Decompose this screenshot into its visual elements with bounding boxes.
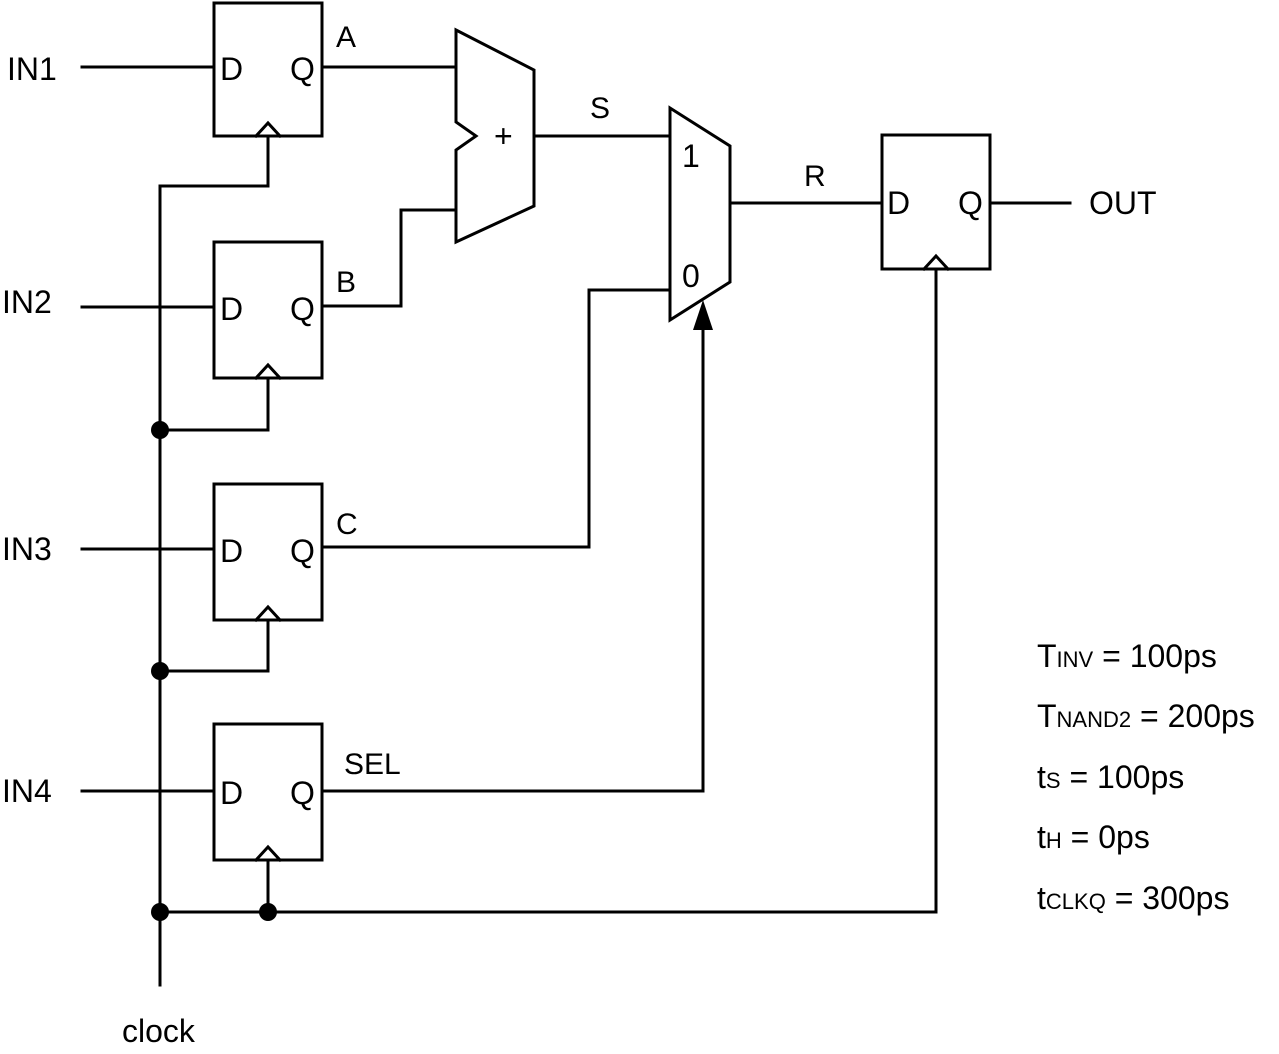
input-label-in4: IN4 [2, 773, 52, 809]
ff-d-pin: D [220, 51, 243, 87]
signal-label-s: S [590, 92, 610, 125]
ff-d-pin: D [220, 291, 243, 327]
clock-branch-ff2 [158, 376, 270, 432]
flipflop-out: D Q [880, 133, 992, 272]
ff-q-pin: Q [290, 291, 315, 327]
timing-param-ts: tS = 100ps [1037, 759, 1184, 795]
adder: + [454, 27, 536, 245]
wire-c [320, 288, 672, 549]
timing-param-tclkq: tCLKQ = 300ps [1037, 880, 1229, 916]
arrow-up-icon [693, 300, 713, 330]
timing-param-th: tH = 0ps [1037, 819, 1150, 855]
timing-param-tinv: TINV = 100ps [1037, 638, 1217, 674]
ff-q-pin: Q [290, 533, 315, 569]
input-label-in3: IN3 [2, 531, 52, 567]
mux-input-1-label: 1 [682, 138, 700, 174]
clock-triangle-icon [253, 362, 283, 381]
timing-param-tnand2: TNAND2 = 200ps [1037, 698, 1255, 734]
clock-junction-dot [151, 903, 169, 921]
clock-triangle-icon [921, 253, 951, 272]
output-label: OUT [1089, 185, 1157, 221]
flipflop-2: D Q [212, 240, 324, 381]
signal-label-b: B [336, 266, 356, 299]
clock-junction-dot [259, 903, 277, 921]
flipflop-1: D Q [212, 1, 324, 139]
signal-label-a: A [336, 21, 356, 54]
signal-label-c: C [336, 508, 358, 541]
clock-triangle-icon [253, 844, 283, 863]
multiplexer: 1 0 [668, 105, 732, 323]
clock-junction-dot [151, 421, 169, 439]
clock-triangle-icon [253, 604, 283, 623]
ff-q-pin: Q [290, 51, 315, 87]
wire-sel [320, 323, 705, 793]
ff-d-pin: D [887, 185, 910, 221]
clock-branch-ff3 [158, 618, 270, 673]
signal-label-sel: SEL [344, 748, 401, 781]
clock-branch-ff1 [158, 134, 270, 188]
flipflop-4: D Q [212, 722, 324, 863]
flipflop-3: D Q [212, 482, 324, 623]
mux-input-0-label: 0 [682, 258, 700, 294]
input-label-in1: IN1 [7, 51, 57, 87]
clock-junction-dot [151, 662, 169, 680]
signal-label-r: R [804, 160, 826, 193]
ff-d-pin: D [220, 533, 243, 569]
timing-parameters: TINV = 100ps TNAND2 = 200ps tS = 100ps t… [1037, 638, 1255, 916]
clock-triangle-icon [253, 120, 283, 139]
wire-b [320, 208, 458, 308]
clock-network [151, 134, 938, 987]
input-label-in2: IN2 [2, 284, 52, 320]
ff-d-pin: D [220, 775, 243, 811]
ff-q-pin: Q [958, 185, 983, 221]
adder-plus-symbol: + [494, 118, 513, 154]
clock-branch-ff5 [158, 270, 938, 914]
ff-q-pin: Q [290, 775, 315, 811]
clock-label: clock [122, 1013, 196, 1049]
